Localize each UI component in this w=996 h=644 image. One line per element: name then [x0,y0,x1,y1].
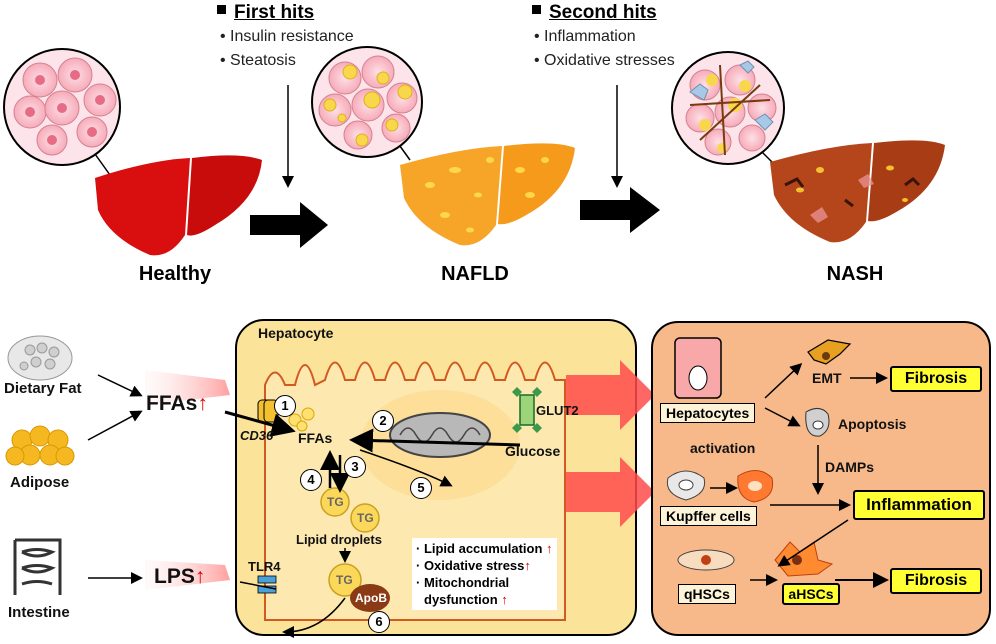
intestine-icon [13,538,62,595]
stage-nafld-label: NAFLD [441,263,509,285]
glucose-label: Glucose [505,443,561,459]
tg-1-label: TG [327,495,344,509]
nash-liver [770,140,945,243]
step-5: 5 [410,477,432,499]
cd36-label: CD36 [240,428,274,443]
step-6: 6 [368,611,390,633]
tg-3-label: TG [336,573,353,587]
outcomes-box [651,321,991,636]
arrow-to-outcomes-2 [566,457,655,527]
tg-2-label: TG [357,511,374,525]
effects-box: · Lipid accumulation ↑ · Oxidative stres… [412,538,557,610]
stage-nash-label: NASH [826,263,884,285]
step-2: 2 [372,410,394,432]
apoptosis-label: Apoptosis [838,416,907,432]
kupffer-label: Kupffer cells [660,506,757,526]
arrow-nafld-to-nash [580,187,660,233]
effect-3: · Mitochondrial [416,575,510,590]
ahscs-box: aHSCs [782,583,840,605]
dietary-fat-icon [7,335,73,381]
fibrosis-top-box: Fibrosis [890,366,982,392]
first-hits-bullet-2: • Steatosis [220,52,296,69]
second-hits-title: Second hits [532,2,657,24]
stage-healthy-label: Healthy [138,263,212,285]
lps-label: LPS↑ [154,565,206,588]
step-4: 4 [300,469,322,491]
ffas-inner-label: FFAs [298,430,333,446]
emt-label: EMT [812,370,842,386]
nafld-liver [400,143,575,246]
activation-label: activation [690,440,756,456]
first-hits-title: First hits [217,2,314,24]
damps-label: DAMPs [825,459,875,475]
arrow-healthy-to-nafld [250,202,328,248]
effect-2: · Oxidative stress [416,558,525,573]
nafld-magnifier [311,46,423,161]
hepatocytes-label: Hepatocytes [660,403,756,423]
glut2-label: GLUT2 [536,403,579,418]
healthy-magnifier [3,48,121,176]
qhscs-label: qHSCs [678,584,736,604]
intestine-label: Intestine [8,604,70,621]
adipose-label: Adipose [10,474,70,491]
healthy-liver [95,155,262,256]
hepatocyte-title: Hepatocyte [258,325,334,341]
second-hits-bullet-1: • Inflammation [534,28,636,45]
effect-1: · Lipid accumulation [416,541,543,556]
arrow-to-outcomes-1 [566,360,655,430]
adipose-icon [5,425,75,466]
first-hits-bullet-1: • Insulin resistance [220,28,354,45]
lipid-droplets-label: Lipid droplets [296,532,382,547]
step-1: 1 [274,395,296,417]
apob-label: ApoB [355,591,387,605]
dietary-fat-label: Dietary Fat [4,380,82,397]
inflammation-box: Inflammation [853,490,985,520]
fibrosis-bottom-box: Fibrosis [890,568,982,594]
ffas-label: FFAs↑ [146,392,208,415]
effect-4: dysfunction [424,592,498,607]
second-hits-bullet-2: • Oxidative stresses [534,52,675,69]
tlr4-label: TLR4 [248,559,281,574]
step-3: 3 [344,456,366,478]
nash-magnifier [671,51,785,166]
